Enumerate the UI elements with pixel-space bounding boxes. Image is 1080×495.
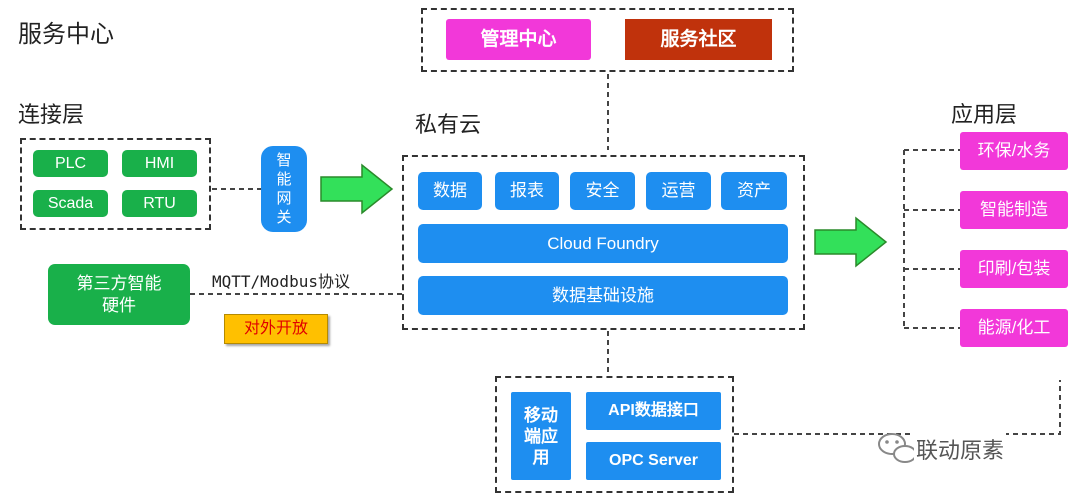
opc-server[interactable]: OPC Server: [586, 442, 721, 480]
device-rtu[interactable]: RTU: [122, 190, 197, 217]
gateway-char-4: 关: [276, 209, 292, 226]
module-security[interactable]: 安全: [570, 172, 635, 210]
mobile-line2: 端应: [524, 426, 558, 446]
arrow-cloud-to-apps: [814, 216, 888, 268]
module-operations[interactable]: 运营: [646, 172, 711, 210]
gateway-char-1: 智: [276, 152, 292, 169]
device-scada[interactable]: Scada: [33, 190, 108, 217]
api-interface[interactable]: API数据接口: [586, 392, 721, 430]
data-infrastructure-bar[interactable]: 数据基础设施: [418, 276, 788, 315]
private-cloud-box: [402, 155, 805, 330]
app-environmental-water[interactable]: 环保/水务: [960, 132, 1068, 170]
mobile-line3: 用: [532, 447, 550, 467]
mobile-line1: 移动: [524, 405, 558, 425]
protocol-label: MQTT/Modbus协议: [212, 272, 350, 291]
service-community-button[interactable]: 服务社区: [625, 19, 772, 60]
smart-gateway[interactable]: 智 能 网 关: [261, 146, 307, 232]
open-badge: 对外开放: [224, 314, 328, 344]
private-cloud-heading: 私有云: [415, 112, 482, 137]
management-center-button[interactable]: 管理中心: [446, 19, 591, 60]
watermark-text: 联动原素: [914, 433, 1007, 465]
gateway-char-2: 能: [276, 171, 292, 188]
third-party-line1: 第三方智能: [76, 274, 162, 294]
connector-bottom-apps: [734, 380, 1061, 435]
device-hmi[interactable]: HMI: [122, 150, 197, 177]
mobile-app[interactable]: 移动 端应 用: [511, 392, 571, 480]
app-energy-chemical[interactable]: 能源/化工: [960, 309, 1068, 347]
arrow-gateway-to-cloud: [320, 163, 394, 215]
gateway-char-3: 网: [276, 190, 292, 207]
device-plc[interactable]: PLC: [33, 150, 108, 177]
connect-layer-box: [20, 138, 211, 230]
page-title: 服务中心: [18, 21, 114, 48]
third-party-line2: 硬件: [102, 295, 136, 315]
module-reports[interactable]: 报表: [495, 172, 559, 210]
wechat-logo-icon: [878, 433, 917, 463]
module-data[interactable]: 数据: [418, 172, 482, 210]
app-smart-manufacturing[interactable]: 智能制造: [960, 191, 1068, 229]
third-party-hardware[interactable]: 第三方智能 硬件: [48, 264, 190, 325]
app-printing-packaging[interactable]: 印刷/包装: [960, 250, 1068, 288]
cloud-foundry-bar[interactable]: Cloud Foundry: [418, 224, 788, 263]
service-center-box: [421, 8, 794, 72]
module-assets[interactable]: 资产: [721, 172, 787, 210]
app-layer-heading: 应用层: [951, 102, 1018, 127]
connect-layer-heading: 连接层: [18, 102, 85, 127]
interface-box: [495, 376, 734, 493]
